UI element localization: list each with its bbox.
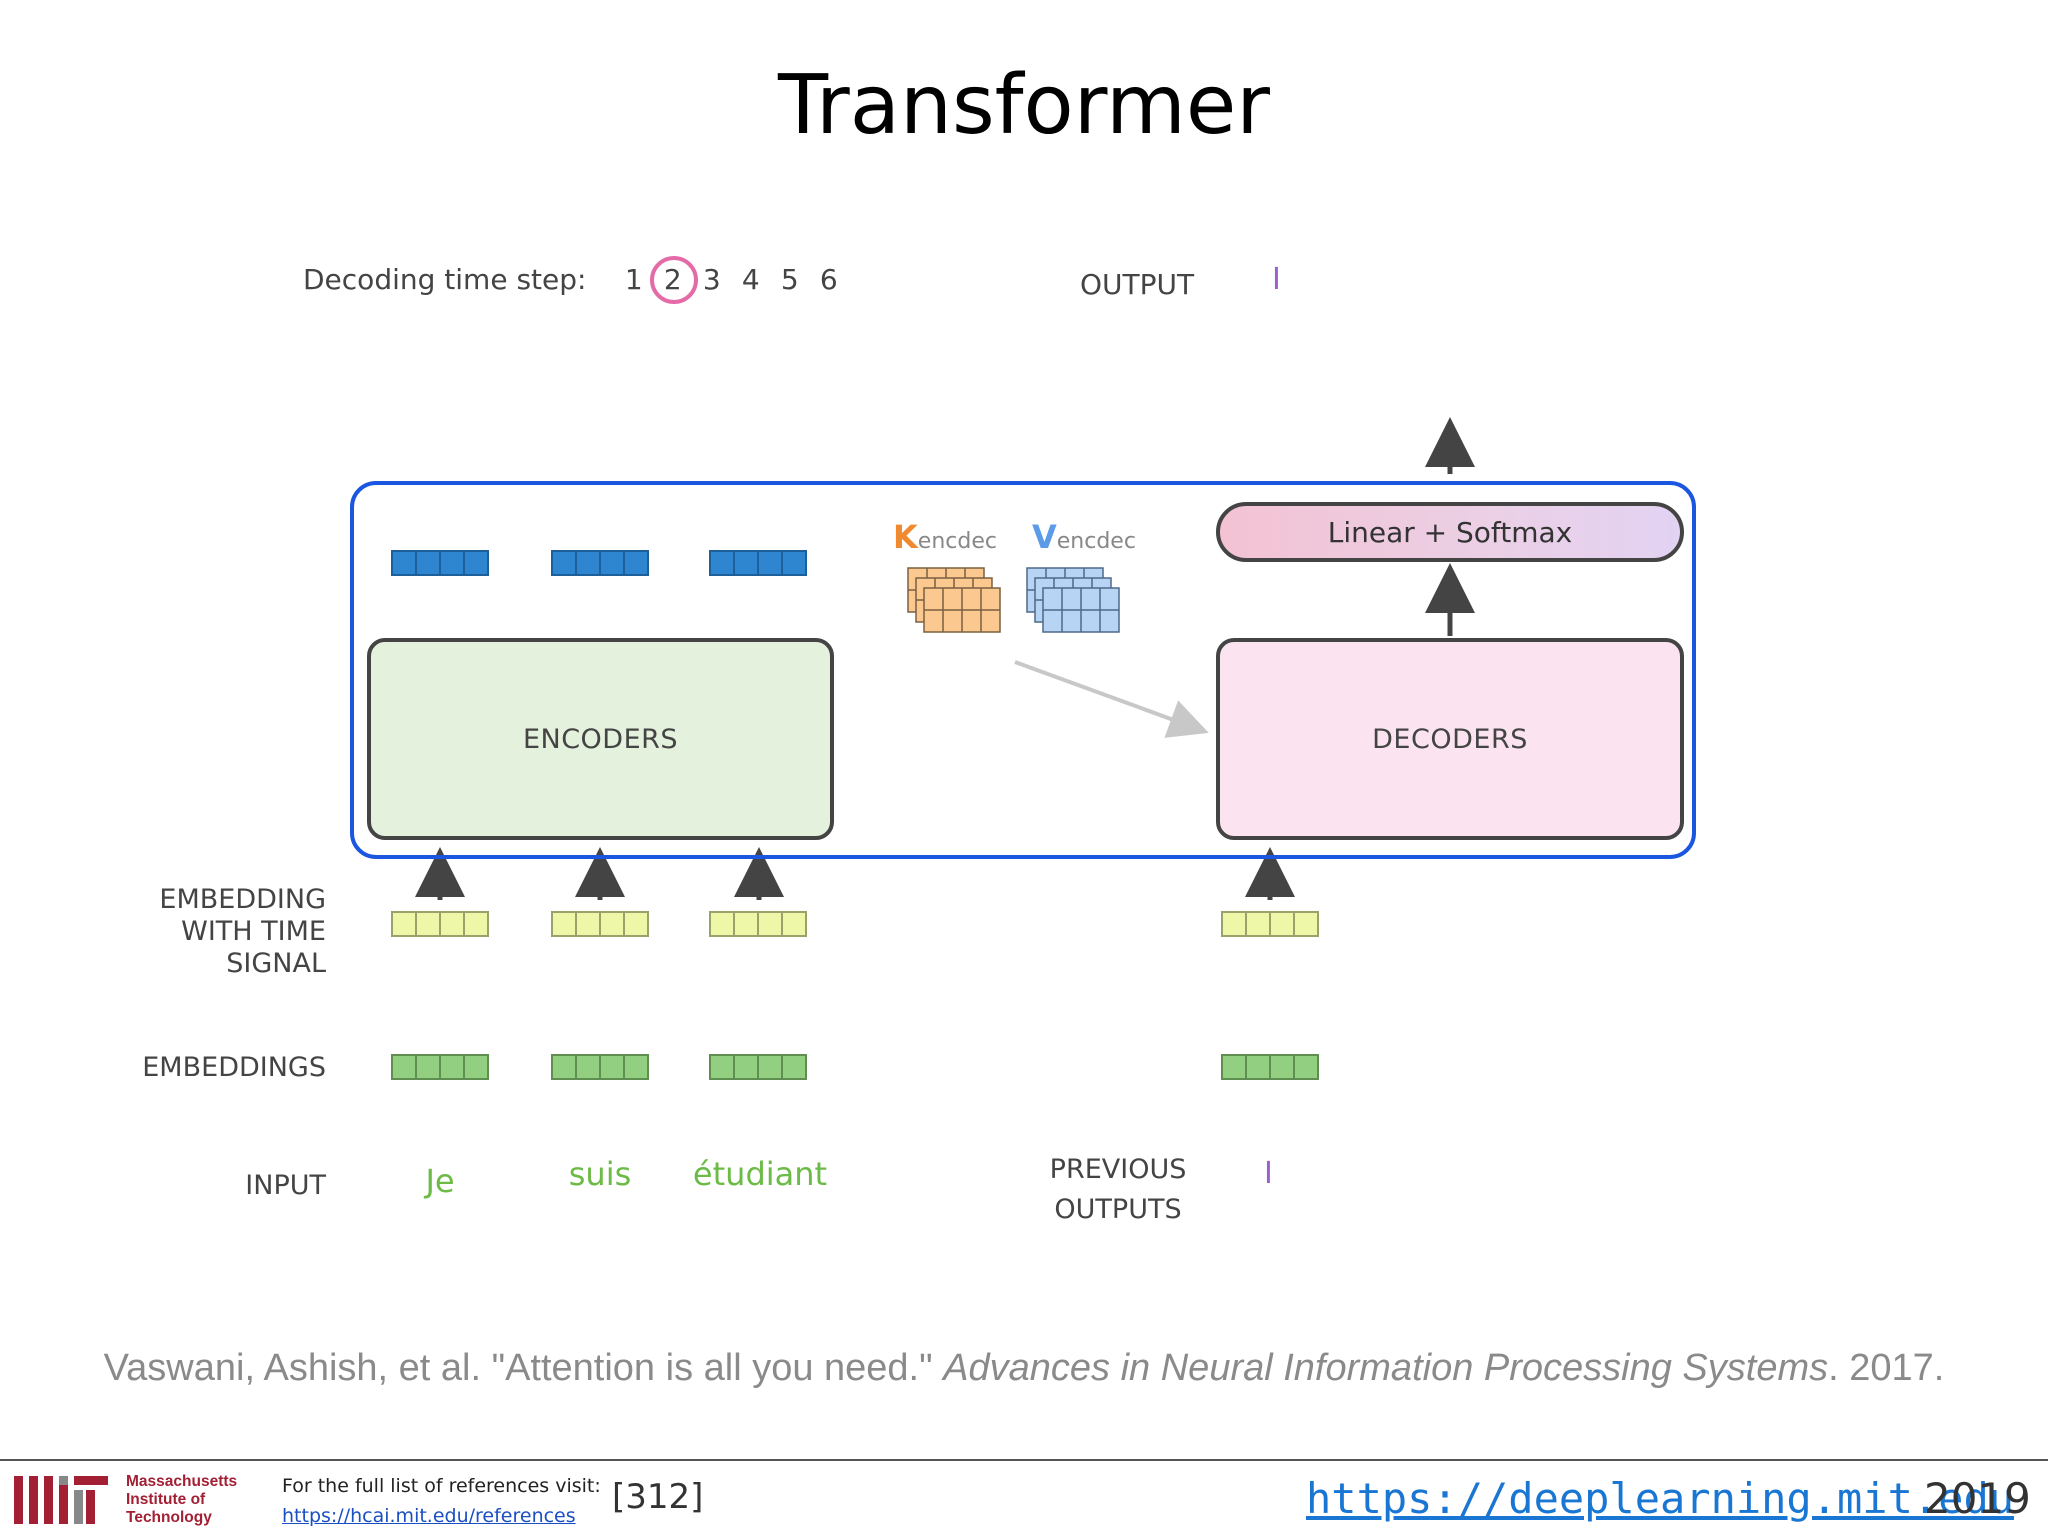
step-2-current: 2: [650, 256, 699, 304]
step-3: 3: [702, 263, 721, 296]
encoder-output-vector: [709, 550, 807, 576]
previous-outputs-line-1: PREVIOUS: [1049, 1154, 1187, 1185]
embedding-time-line-2: WITH TIME: [181, 916, 326, 947]
mit-name-line-3: Technology: [126, 1509, 212, 1526]
v-sub: encdec: [1056, 529, 1136, 554]
mit-logo-icon: [14, 1476, 108, 1524]
mit-name-line-1: Massachusetts: [126, 1473, 238, 1490]
references-link[interactable]: https://hcai.mit.edu/references: [282, 1505, 576, 1527]
input-word-suis: suis: [568, 1155, 632, 1193]
kv-matrices: [907, 567, 1120, 633]
input-word-etudiant: étudiant: [692, 1155, 828, 1193]
time-embedding-vector-decoder: [1221, 911, 1319, 937]
citation-authors: Vaswani, Ashish, et al. "Attention is al…: [103, 1347, 944, 1389]
transformer-frame: [350, 481, 1696, 859]
time-embedding-vector: [391, 911, 489, 937]
linear-softmax-block: Linear + Softmax: [1216, 502, 1684, 562]
step-1: 1: [624, 263, 643, 296]
input-label: INPUT: [245, 1170, 326, 1201]
step-5: 5: [780, 263, 799, 296]
encoder-output-vector: [391, 550, 489, 576]
embedding-vector-decoder: [1221, 1054, 1319, 1080]
encoders-block: ENCODERS: [367, 638, 834, 840]
input-word-je: Je: [425, 1162, 455, 1200]
output-value: I: [1272, 262, 1281, 297]
embedding-vector: [709, 1054, 807, 1080]
slide-title: Transformer: [777, 58, 1271, 153]
time-embedding-vector: [551, 911, 649, 937]
embedding-vector: [391, 1054, 489, 1080]
previous-outputs-line-2: OUTPUTS: [1054, 1194, 1182, 1225]
arrow-kv-to-decoder: [1014, 660, 1209, 738]
k-matrix: [923, 587, 1001, 633]
embedding-time-line-1: EMBEDDING: [159, 884, 326, 915]
v-matrix-stack: [1026, 567, 1120, 633]
references-note: For the full list of references visit: h…: [282, 1471, 601, 1531]
decoders-label: DECODERS: [1372, 723, 1528, 755]
previous-output-value: I: [1264, 1156, 1273, 1191]
step-4: 4: [741, 263, 760, 296]
embedding-vector: [551, 1054, 649, 1080]
embedding-time-label: EMBEDDING WITH TIME SIGNAL: [90, 884, 326, 980]
course-site-link[interactable]: https://deeplearning.mit.edu: [1306, 1474, 2015, 1523]
references-text: For the full list of references visit:: [282, 1475, 601, 1497]
linear-softmax-label: Linear + Softmax: [1327, 515, 1573, 549]
citation-year: . 2017.: [1828, 1347, 1945, 1389]
citation-venue: Advances in Neural Information Processin…: [943, 1347, 1829, 1389]
embeddings-label: EMBEDDINGS: [142, 1052, 326, 1083]
mit-name-line-2: Institute of: [126, 1491, 206, 1508]
encoders-label: ENCODERS: [522, 723, 679, 755]
k-letter: K: [893, 518, 918, 556]
v-encdec-label: Vencdec: [1032, 518, 1136, 556]
output-label: OUTPUT: [1080, 268, 1195, 301]
encoder-output-vector: [551, 550, 649, 576]
k-matrix-stack: [907, 567, 1001, 633]
citation: Vaswani, Ashish, et al. "Attention is al…: [0, 1347, 2048, 1390]
footer-divider: [0, 1459, 2048, 1461]
embedding-time-line-3: SIGNAL: [226, 948, 326, 979]
decoders-block: DECODERS: [1216, 638, 1684, 840]
time-embedding-vector: [709, 911, 807, 937]
step-6: 6: [819, 263, 838, 296]
previous-outputs-label: PREVIOUS OUTPUTS: [1000, 1150, 1236, 1230]
v-letter: V: [1032, 518, 1057, 556]
reference-number: [312]: [612, 1477, 704, 1517]
decoding-label: Decoding time step:: [303, 263, 587, 296]
footer-year: 2019: [1924, 1474, 2031, 1523]
k-encdec-label: Kencdec: [893, 518, 997, 556]
k-sub: encdec: [917, 529, 997, 554]
v-matrix: [1042, 587, 1120, 633]
mit-name: Massachusetts Institute of Technology: [126, 1473, 237, 1527]
